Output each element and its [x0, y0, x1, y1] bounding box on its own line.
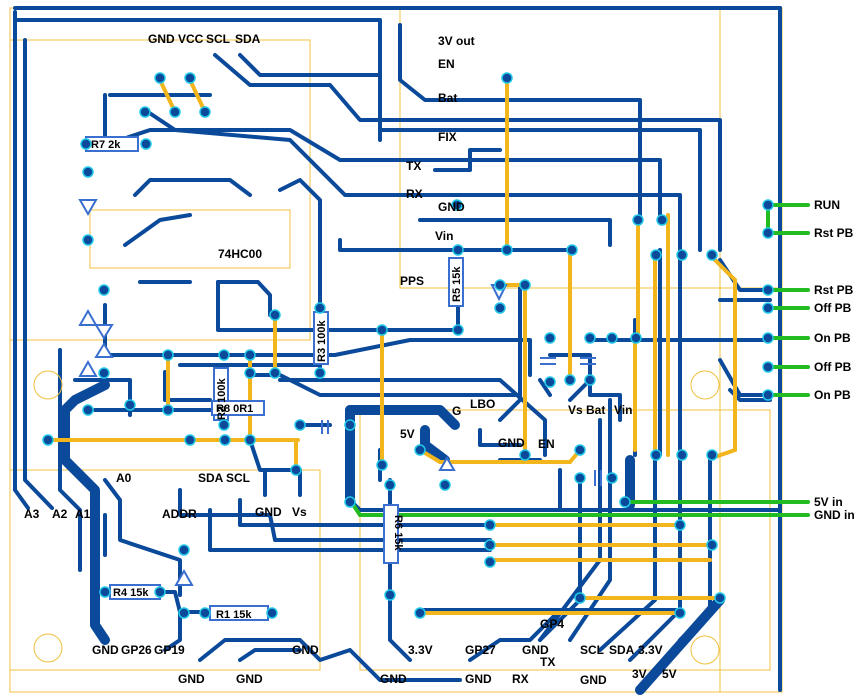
label-gnd-mid: GND: [438, 200, 465, 214]
label-gnd-bot2: GND: [236, 672, 263, 686]
label-bat-top: Bat: [438, 91, 457, 105]
label-sda-b: SDA: [609, 643, 635, 657]
label-vs-sensor: Vs: [292, 505, 307, 519]
label-scl-top: SCL: [206, 32, 230, 46]
label-gnd-sensor: GND: [255, 505, 282, 519]
label-gp4: GP4: [540, 617, 564, 631]
label-r7: R7 2k: [91, 139, 121, 151]
label-gnd-lbo: GND: [498, 436, 525, 450]
label-en-lbo: EN: [538, 437, 555, 451]
label-addr: ADDR: [162, 507, 197, 521]
label-rst-pb-1: Rst PB: [814, 226, 854, 240]
diode-d1: [78, 199, 98, 217]
label-scl-mid: SCL: [226, 471, 250, 485]
label-gnd-bot4: GND: [465, 672, 492, 686]
label-r6: R6 15k: [392, 515, 404, 551]
label-gnd-in: GND in: [814, 508, 855, 522]
label-r5: R5 15k: [451, 266, 463, 302]
label-gnd-top: GND: [148, 32, 175, 46]
label-3v3-b1: 3.3V: [408, 643, 433, 657]
label-a2: A2: [52, 507, 68, 521]
label-pps: PPS: [400, 274, 424, 288]
resistor-r5: [448, 257, 464, 307]
label-gp27: GP27: [465, 643, 496, 657]
diode-d8: [174, 568, 194, 586]
diode-d2: [78, 308, 98, 326]
label-a3: A3: [24, 507, 40, 521]
label-gnd-bot3: GND: [380, 672, 407, 686]
label-en-top: EN: [438, 57, 455, 71]
label-scl-b: SCL: [580, 643, 604, 657]
label-bat: Bat: [586, 403, 605, 417]
label-rx-mid: RX: [406, 187, 423, 201]
label-vs: Vs: [568, 403, 583, 417]
diode-d7: [438, 456, 456, 471]
mounting-holes: [33, 370, 720, 665]
label-gnd-b2: GND: [292, 643, 319, 657]
label-r2: R2 100k: [216, 378, 228, 420]
label-r3: R3 100k: [316, 320, 328, 362]
label-rx-b: RX: [512, 672, 529, 686]
label-vin: Vin: [614, 403, 632, 417]
label-off-pb-2: Off PB: [814, 360, 852, 374]
label-vcc-top: VCC: [178, 32, 204, 46]
label-gnd-bot1: GND: [178, 672, 205, 686]
label-tx-mid: TX: [406, 159, 421, 173]
resistor-r8: [211, 400, 265, 416]
label-sda-top: SDA: [235, 32, 261, 46]
label-tx-b: TX: [540, 655, 555, 669]
label-g: G: [452, 404, 461, 418]
label-sda-mid: SDA: [198, 471, 224, 485]
label-off-pb-1: Off PB: [814, 301, 852, 315]
label-gp19: GP19: [154, 643, 185, 657]
label-5v-mid: 5V: [400, 427, 415, 441]
diode-d5: [94, 342, 114, 358]
label-vin-mid: Vin: [435, 229, 453, 243]
diode-d3: [94, 324, 114, 340]
label-3v-b: 3V: [632, 667, 647, 681]
resistor-r6: [383, 504, 399, 564]
label-chip: 74HC00: [218, 247, 262, 261]
label-3v3-b2: 3.3V: [638, 643, 663, 657]
label-a0: A0: [116, 471, 132, 485]
silkscreen-labels: GND VCC SCL SDA 3V out EN Bat FIX TX RX …: [24, 32, 855, 687]
top-layer-traces: [46, 76, 737, 615]
label-a1: A1: [75, 507, 91, 521]
label-5v-in: 5V in: [814, 495, 843, 509]
label-on-pb-1: On PB: [814, 331, 851, 345]
label-fix: FIX: [438, 130, 457, 144]
label-gp26: GP26: [121, 643, 152, 657]
label-gnd-b3: GND: [522, 643, 549, 657]
label-gnd-b1: GND: [92, 643, 119, 657]
label-on-pb-2: On PB: [814, 388, 851, 402]
diode-d4: [78, 359, 98, 377]
label-r8: R8 0R1: [216, 403, 253, 415]
label-r1: R1 15k: [216, 609, 252, 621]
label-rst-pb-2: Rst PB: [814, 283, 854, 297]
label-gnd-bot5: GND: [580, 673, 607, 687]
label-r4: R4 15k: [113, 587, 149, 599]
label-3v-out: 3V out: [438, 34, 475, 48]
label-run: RUN: [814, 198, 840, 212]
pads-and-vias: [42, 72, 774, 619]
label-lbo: LBO: [470, 397, 495, 411]
label-5v-b: 5V: [662, 667, 677, 681]
